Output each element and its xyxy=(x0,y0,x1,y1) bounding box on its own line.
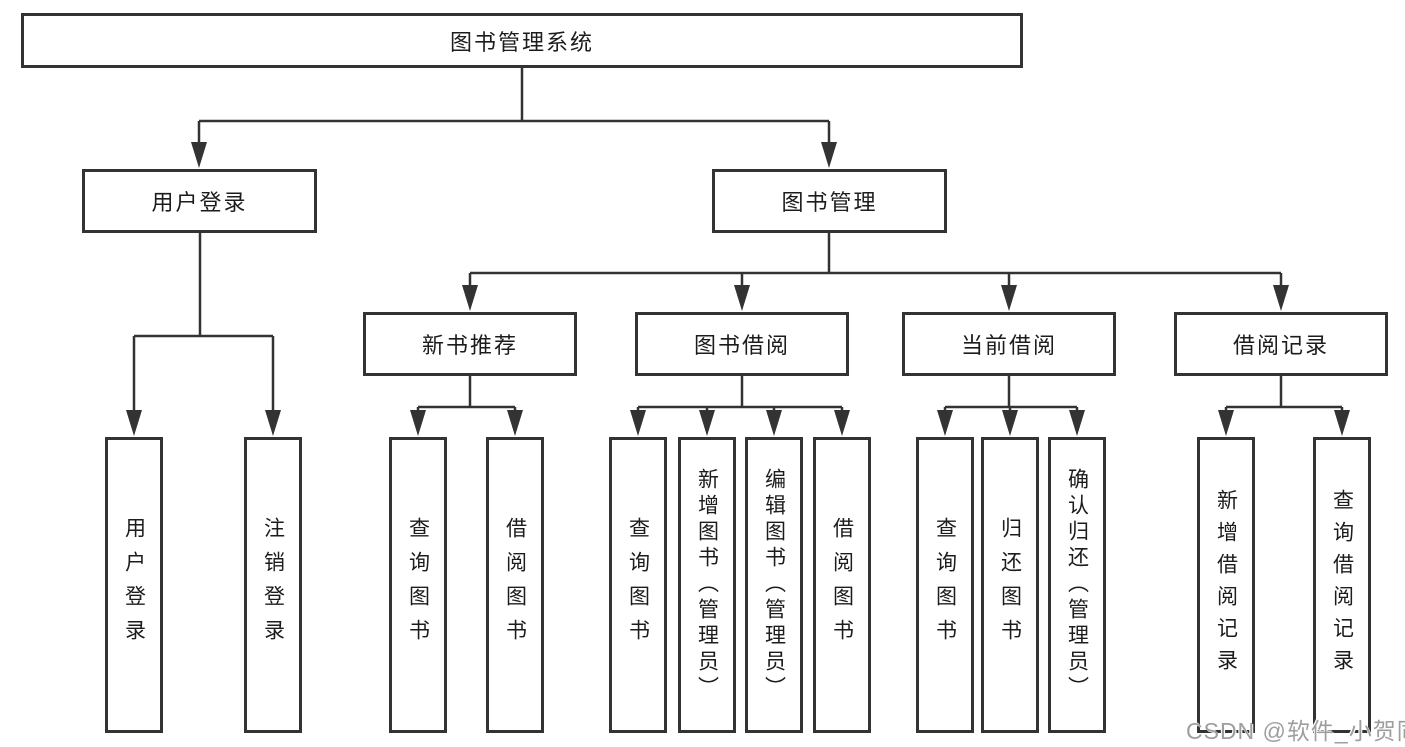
leaf-add-borrow-record: 新增借阅记录 xyxy=(1197,437,1255,733)
node-new-book-recommend: 新书推荐 xyxy=(363,312,577,376)
leaf-query-books-borrow: 查询图书 xyxy=(609,437,667,733)
leaf-query-books-recommend: 查询图书 xyxy=(389,437,447,733)
leaf-query-books-current: 查询图书 xyxy=(916,437,974,733)
leaf-confirm-return-admin: 确认归还（管理员） xyxy=(1048,437,1106,733)
node-current-borrow: 当前借阅 xyxy=(902,312,1116,376)
leaf-return-books: 归还图书 xyxy=(981,437,1039,733)
leaf-user-login: 用户登录 xyxy=(105,437,163,733)
leaf-borrow-books-recommend: 借阅图书 xyxy=(486,437,544,733)
node-borrow-records: 借阅记录 xyxy=(1174,312,1388,376)
node-book-borrow: 图书借阅 xyxy=(635,312,849,376)
leaf-query-borrow-record: 查询借阅记录 xyxy=(1313,437,1371,733)
node-book-management: 图书管理 xyxy=(712,169,947,233)
leaf-borrow-books: 借阅图书 xyxy=(813,437,871,733)
leaf-add-books-admin: 新增图书（管理员） xyxy=(678,437,736,733)
node-user-login: 用户登录 xyxy=(82,169,317,233)
leaf-edit-books-admin: 编辑图书（管理员） xyxy=(745,437,803,733)
leaf-logout: 注销登录 xyxy=(244,437,302,733)
node-root-library-system: 图书管理系统 xyxy=(21,13,1023,68)
csdn-watermark: CSDN @软件_小贺同学 xyxy=(1186,718,1405,744)
arrowheads xyxy=(126,142,1350,436)
